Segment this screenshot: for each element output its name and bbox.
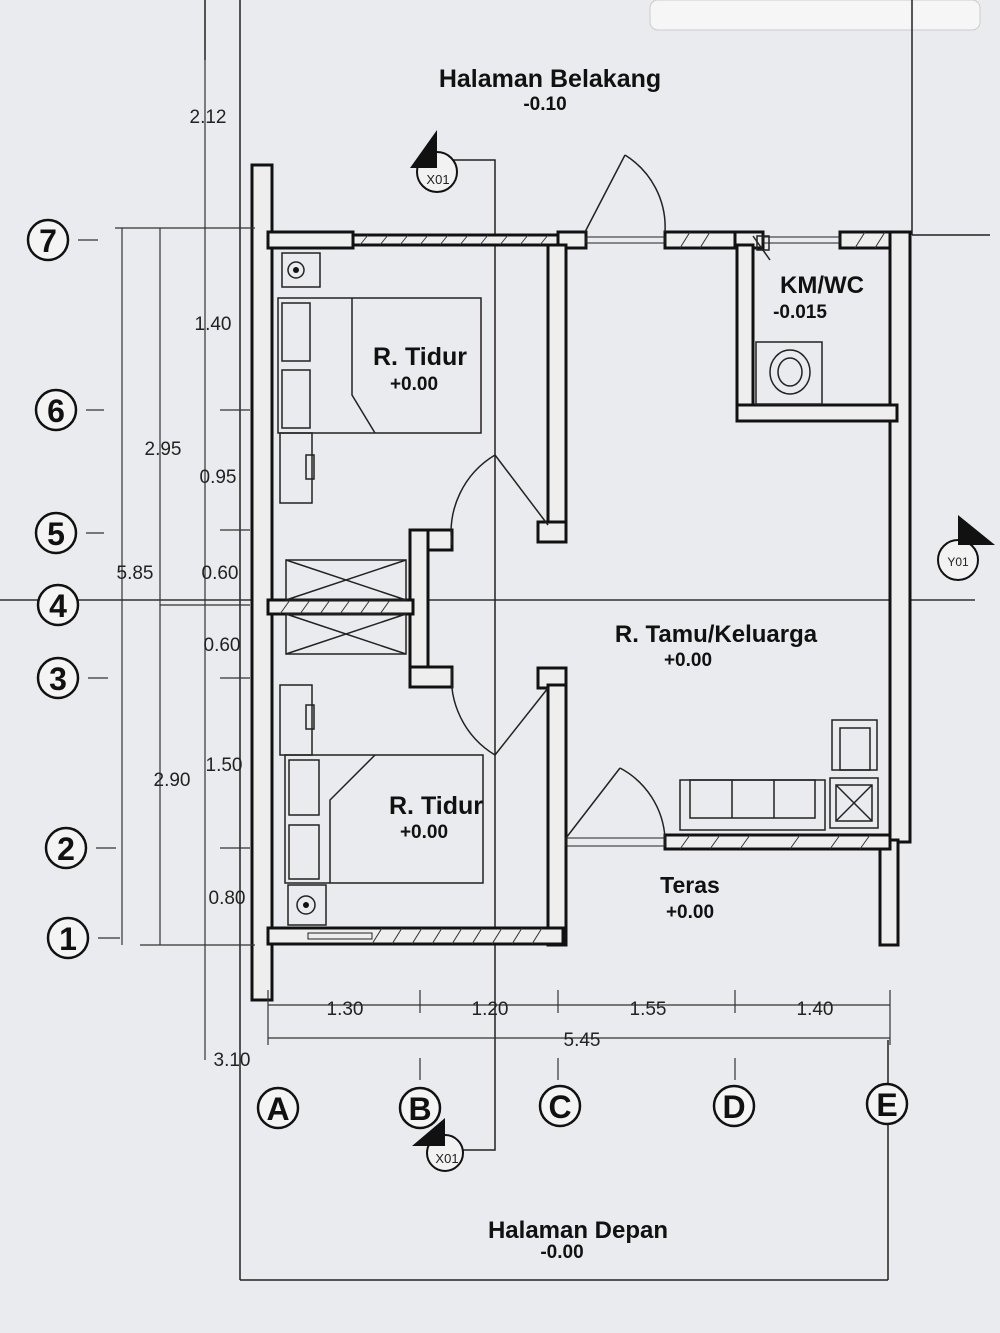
- bedroom-top-level: +0.00: [390, 374, 438, 395]
- dim-left-group-1: 2.95: [145, 439, 182, 460]
- svg-text:4: 4: [49, 588, 67, 624]
- svg-text:1: 1: [59, 921, 77, 957]
- section-marker-y01: Y01: [937, 515, 995, 581]
- dim-bottom-segment-3: 1.55: [630, 999, 667, 1020]
- desk-bottom: [279, 684, 313, 756]
- dim-left-segment-1: 1.40: [195, 314, 232, 335]
- dim-front-depth: 3.10: [214, 1050, 251, 1071]
- svg-text:5: 5: [47, 516, 65, 552]
- wall-left-exterior: [250, 163, 274, 1002]
- living-room-name: R. Tamu/Keluarga: [615, 621, 818, 648]
- terrace-level: +0.00: [666, 902, 714, 923]
- grid-col-bubbles: A B C D E: [256, 1082, 909, 1130]
- grid-col-b: B: [398, 1086, 442, 1130]
- wall-right-exterior: [888, 230, 912, 844]
- dim-left-segment-5: 1.50: [206, 755, 243, 776]
- bed-top: [277, 297, 482, 434]
- grid-row-4: 4: [36, 583, 80, 627]
- dim-left-segment-6: 0.80: [209, 888, 246, 909]
- bedroom-bottom-name: R. Tidur: [389, 792, 483, 820]
- dim-bottom-segment-4: 1.40: [797, 999, 834, 1020]
- dim-rear-depth: 2.12: [190, 107, 227, 128]
- terrace-name: Teras: [660, 872, 720, 898]
- sofa: [679, 779, 826, 831]
- wall-bedroom-top-right: [546, 243, 568, 527]
- door-swings: [450, 154, 771, 839]
- grid-row-7: 7: [26, 218, 98, 262]
- wall-bottom-exterior: [266, 926, 565, 946]
- section-marker-x01-bottom: X01: [412, 1118, 464, 1172]
- svg-text:6: 6: [47, 393, 65, 429]
- svg-text:2: 2: [57, 831, 75, 867]
- side-table: [829, 719, 879, 829]
- wall-bathroom-left: [735, 243, 755, 422]
- wall-hatching: [279, 231, 886, 945]
- wall-bathroom-bottom: [735, 403, 899, 423]
- svg-text:A: A: [266, 1091, 289, 1127]
- left-dimension-lines: [115, 60, 255, 1060]
- grid-col-d: D: [712, 1084, 756, 1128]
- bedroom-top-name: R. Tidur: [373, 343, 467, 371]
- grid-col-c: C: [538, 1084, 582, 1128]
- section-marker-x01-top: X01: [410, 130, 458, 193]
- section-line-x01: [440, 159, 496, 1151]
- grid-col-e: E: [865, 1082, 909, 1126]
- wardrobe-top: [285, 559, 407, 601]
- grid-row-2: 2: [44, 826, 116, 870]
- grid-col-a: A: [256, 1086, 300, 1130]
- dim-bottom-segment-1: 1.30: [327, 999, 364, 1020]
- grid-row-3: 3: [36, 656, 108, 700]
- bed-bottom: [284, 754, 484, 884]
- rear-yard-name: Halaman Belakang: [439, 65, 661, 93]
- wall-between-bedrooms: [266, 598, 415, 616]
- svg-text:E: E: [876, 1087, 897, 1123]
- dim-left-segment-2: 0.95: [200, 467, 237, 488]
- grid-row-6: 6: [34, 388, 104, 432]
- living-room-level: +0.00: [664, 650, 712, 671]
- wall-bedroom-bottom-right: [546, 683, 568, 947]
- grid-row-bubbles: 7 6 5 4 3 2 1: [26, 218, 120, 960]
- grid-row-1: 1: [46, 916, 120, 960]
- window-front-bedroom: [307, 932, 373, 940]
- bottom-dimension-lines: [267, 990, 891, 1080]
- wall-terrace: [663, 833, 892, 851]
- svg-text:B: B: [408, 1091, 431, 1127]
- dim-left-segment-3: 0.60: [202, 563, 239, 584]
- bedroom-bottom-level: +0.00: [400, 822, 448, 843]
- dim-bottom-segment-2: 1.20: [472, 999, 509, 1020]
- svg-text:D: D: [722, 1089, 745, 1125]
- svg-text:Y01: Y01: [947, 555, 969, 569]
- svg-text:C: C: [548, 1089, 571, 1125]
- dim-left-segment-4: 0.60: [204, 635, 241, 656]
- lamp-bottom: [287, 884, 327, 926]
- dim-left-total: 5.85: [117, 563, 154, 584]
- svg-text:X01: X01: [426, 172, 449, 187]
- svg-text:3: 3: [49, 661, 67, 697]
- wall-top-a: [266, 230, 355, 250]
- wardrobe-bottom: [285, 613, 407, 655]
- lamp-top: [281, 252, 321, 288]
- svg-text:X01: X01: [435, 1151, 458, 1166]
- front-yard-name: Halaman Depan: [488, 1217, 668, 1244]
- svg-text:7: 7: [39, 223, 57, 259]
- toilet: [755, 341, 823, 405]
- window-rear: [585, 236, 666, 244]
- rear-yard-level: -0.10: [523, 94, 566, 115]
- bathroom-name: KM/WC: [780, 272, 864, 299]
- grid-row-5: 5: [34, 511, 104, 555]
- dim-left-group-2: 2.90: [154, 770, 191, 791]
- bathroom-level: -0.015: [773, 302, 827, 323]
- desk-top: [279, 432, 313, 504]
- dim-bottom-total: 5.45: [564, 1030, 601, 1051]
- front-yard-level: -0.00: [540, 1242, 583, 1263]
